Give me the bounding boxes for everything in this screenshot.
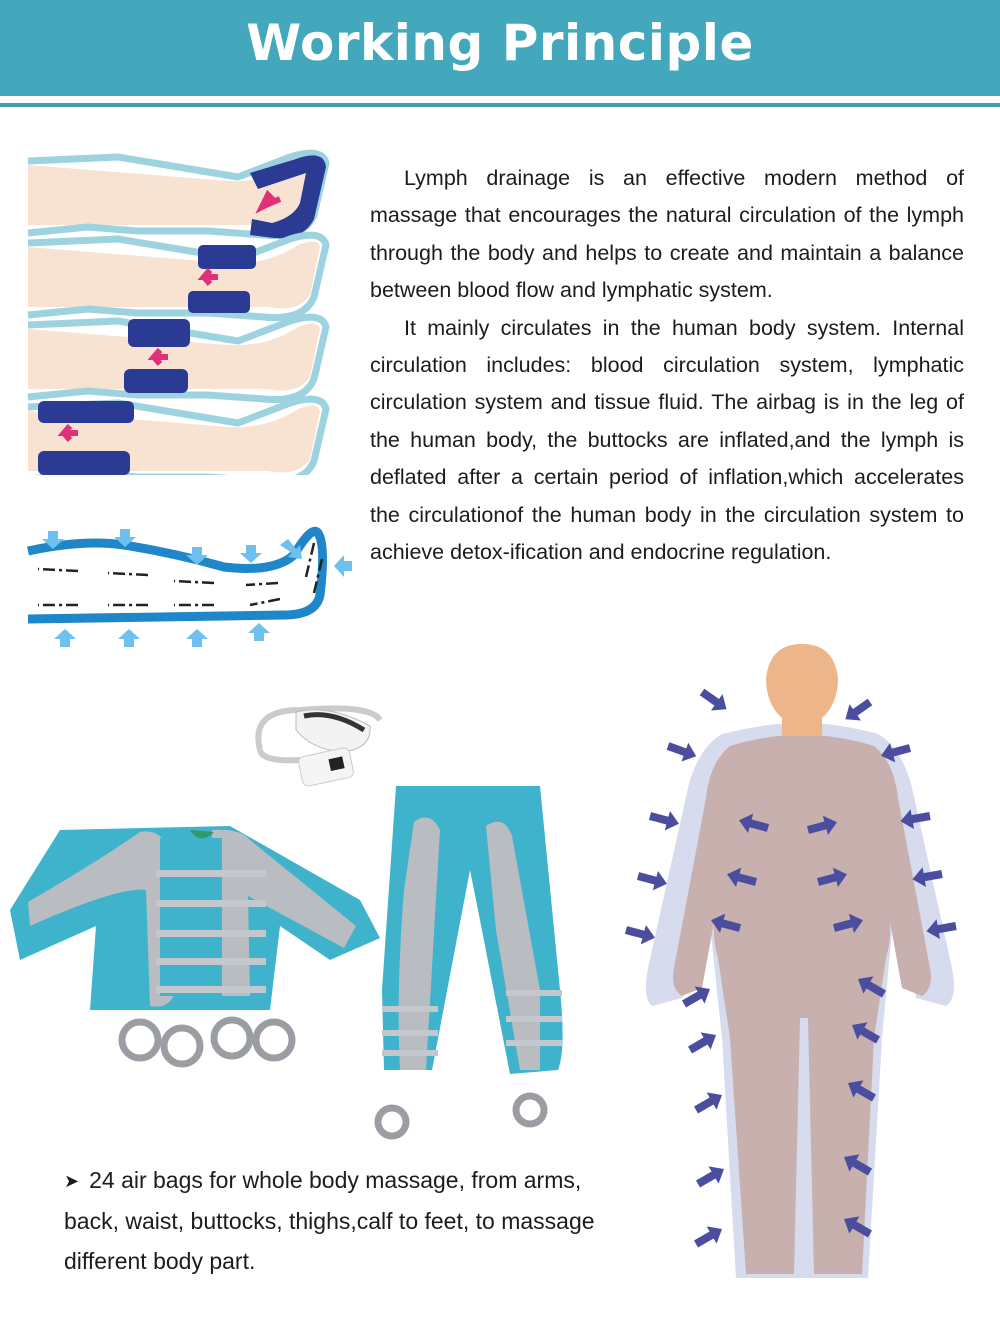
- intro-description: Lymph drainage is an effective modern me…: [370, 160, 964, 571]
- intro-paragraph: Lymph drainage is an effective modern me…: [370, 166, 964, 303]
- header-divider: [0, 103, 1000, 107]
- feature-text: 24 air bags for whole body massage, from…: [64, 1167, 595, 1274]
- pants: [374, 786, 563, 1140]
- pressotherapy-suit-icon: [10, 705, 563, 1140]
- body-compression-figure-icon: [624, 644, 957, 1278]
- lymph-flow-diagram-icon: [27, 526, 352, 647]
- arrow-bullet-icon: ➤: [64, 1171, 80, 1191]
- page-title: Working Principle: [246, 14, 754, 72]
- leg-compression-sequence-icon: [24, 145, 334, 475]
- jacket: [10, 826, 380, 1068]
- eye-massager: [255, 705, 383, 787]
- header-band: [0, 0, 1000, 96]
- feature-note: ➤24 air bags for whole body massage, fro…: [64, 1160, 624, 1281]
- intro-paragraph: It mainly circulates in the human body s…: [370, 315, 964, 565]
